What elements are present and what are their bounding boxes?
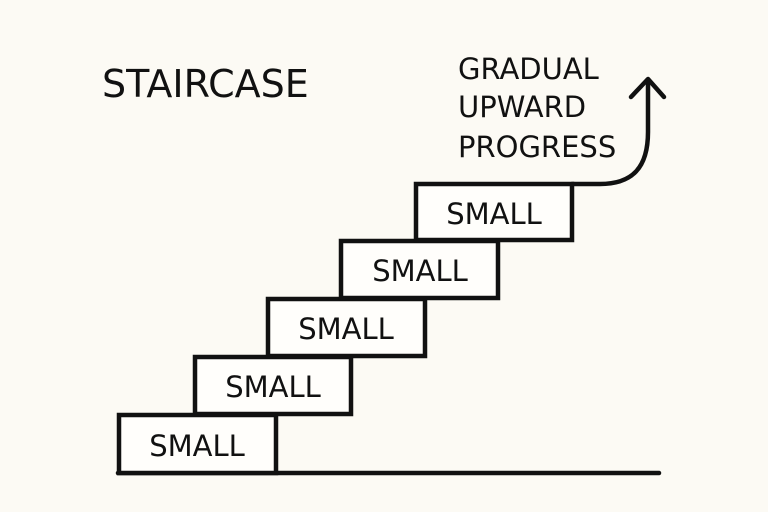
step-box <box>338 238 501 301</box>
diagram-title: STAIRCASE <box>102 62 309 106</box>
step-2: SMALL <box>192 354 354 417</box>
step-box <box>413 181 575 243</box>
upward-arrow-icon <box>569 76 667 187</box>
step-4: SMALL <box>338 238 501 301</box>
step-3: SMALL <box>265 296 428 359</box>
step-label: SMALL <box>298 312 394 346</box>
step-label: SMALL <box>149 429 245 463</box>
step-box <box>116 412 279 476</box>
annotation-line-3: PROGRESS <box>458 130 616 164</box>
step-1: SMALL <box>116 412 279 476</box>
step-label: SMALL <box>225 370 321 404</box>
annotation-line-1: GRADUAL <box>458 52 599 86</box>
step-box <box>192 354 354 417</box>
annotation-line-2: UPWARD <box>458 90 586 124</box>
step-label: SMALL <box>446 197 542 231</box>
step-5: SMALL <box>413 181 575 243</box>
step-label: SMALL <box>372 254 468 288</box>
